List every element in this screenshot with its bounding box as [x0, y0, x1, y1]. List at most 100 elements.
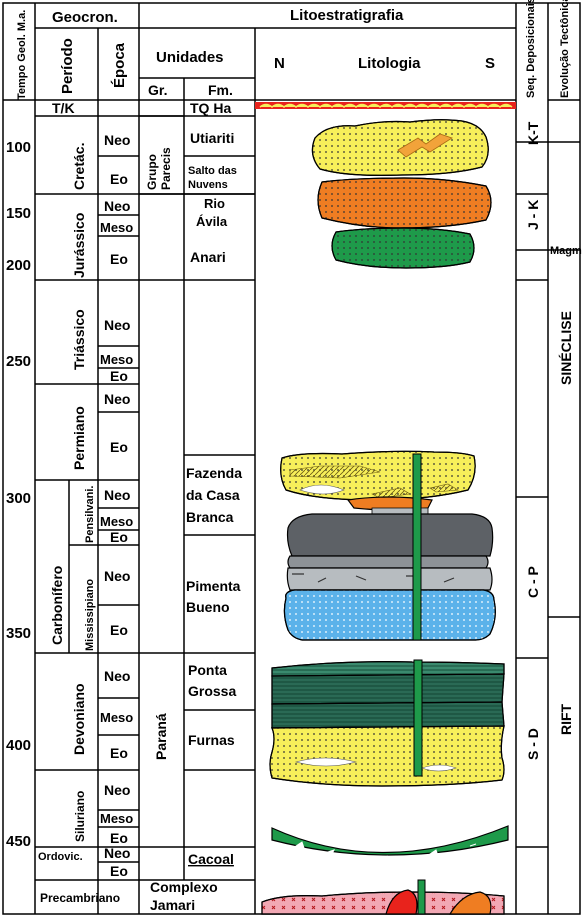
- litologia-header: Litologia: [358, 55, 421, 72]
- seq-jk: J - K: [525, 200, 541, 230]
- epoch-label: Eo: [110, 830, 128, 846]
- epoca-header: Época: [111, 42, 128, 88]
- group-complexo: Complexo: [150, 879, 218, 895]
- epoch-label: Eo: [110, 863, 128, 879]
- lithology-pimenta-bueno: [284, 508, 495, 640]
- gr-header: Gr.: [148, 82, 167, 98]
- lithology-anari: [332, 228, 474, 268]
- seq-sd: S - D: [525, 728, 541, 760]
- epoch-label: Neo: [104, 782, 130, 798]
- period-siluriano: Siluriano: [73, 791, 87, 842]
- period-tk: T/K: [52, 100, 75, 116]
- fm-fazenda: Fazenda: [186, 465, 242, 481]
- period-triassico: Triássico: [71, 309, 87, 370]
- lithology-utiariti: [312, 120, 488, 176]
- fm-tq: TQ Ha: [190, 100, 231, 116]
- epoch-label: Neo: [104, 198, 130, 214]
- period-devoniano: Devoniano: [71, 683, 87, 755]
- fm-rio: Ávila: [196, 214, 228, 229]
- period-pensilvani: Pensilvani.: [84, 486, 96, 543]
- epoch-label: Eo: [110, 745, 128, 761]
- fm-salto: Salto das: [188, 165, 237, 177]
- age-label: 250: [6, 353, 31, 370]
- seq-cp: C - P: [525, 566, 541, 598]
- age-label: 450: [6, 833, 31, 850]
- tectonic-labels: Magm SINÉCLISE RIFT: [550, 245, 582, 735]
- epoch-label: Meso: [100, 352, 133, 367]
- epoch-label: Eo: [110, 368, 128, 384]
- fm-utiariti: Utiariti: [190, 130, 234, 146]
- fm-rio: Rio: [204, 196, 225, 211]
- lithology-ponta-grossa: [272, 662, 504, 728]
- lithology-fazenda-casa-branca: [281, 451, 475, 510]
- fm-pimenta: Pimenta: [186, 578, 241, 594]
- period-ordovic: Ordovic.: [38, 851, 83, 863]
- evolucao-header: Evolução Tectônica: [559, 0, 571, 98]
- epoch-label: Eo: [110, 622, 128, 638]
- epoch-label: Eo: [110, 529, 128, 545]
- epoch-label: Neo: [104, 317, 130, 333]
- lithology-salto-das-nuvens: [318, 178, 491, 228]
- period-carbonifero: Carbonífero: [49, 566, 65, 645]
- fm-fazenda: da Casa: [186, 487, 240, 503]
- epoch-label: Neo: [104, 568, 130, 584]
- epoch-label: Eo: [110, 251, 128, 267]
- lithology-tq-ha: [255, 102, 516, 109]
- north-label: N: [274, 55, 285, 72]
- time-axis-title: Tempo Geol. M.a.: [16, 10, 28, 100]
- period-cretaceo: Cretác.: [71, 143, 87, 190]
- fm-pimenta: Bueno: [186, 599, 230, 615]
- age-label: 150: [6, 205, 31, 222]
- group-parecis: Parecis: [159, 147, 173, 190]
- litoestratigrafia-header: Litoestratigrafia: [290, 7, 404, 24]
- unidades-header: Unidades: [156, 49, 224, 66]
- fm-furnas: Furnas: [188, 732, 235, 748]
- epoch-label: Neo: [104, 132, 130, 148]
- fm-cacoal: Cacoal: [188, 851, 234, 867]
- epoch-label: Neo: [104, 668, 130, 684]
- epoch-label: Neo: [104, 391, 130, 407]
- epoch-label: Meso: [100, 710, 133, 725]
- fm-anari: Anari: [190, 249, 226, 265]
- age-label: 100: [6, 139, 31, 156]
- epoch-labels: Neo Eo Neo Meso Eo Neo Meso Eo Neo Eo Ne…: [100, 132, 133, 879]
- epoch-label: Eo: [110, 171, 128, 187]
- epoch-label: Meso: [100, 514, 133, 529]
- group-parecis: Grupo: [145, 154, 159, 190]
- age-label: 400: [6, 737, 31, 754]
- group-parana: Paraná: [153, 713, 169, 760]
- fm-ponta-grossa: Ponta: [188, 662, 227, 678]
- lithology-cacoal: [272, 826, 508, 858]
- tectonic-sineclise: SINÉCLISE: [558, 311, 574, 385]
- epoch-label: Meso: [100, 811, 133, 826]
- lithology-furnas: [270, 726, 504, 786]
- epoch-label: Neo: [104, 487, 130, 503]
- age-label: 300: [6, 490, 31, 507]
- age-labels: 100 150 200 250 300 350 400 450: [6, 139, 31, 850]
- south-label: S: [485, 55, 495, 72]
- periodo-header: Período: [59, 38, 76, 94]
- period-mississipiano: Mississipiano: [84, 579, 96, 651]
- seq-kt: K-T: [525, 121, 541, 145]
- fm-fazenda: Branca: [186, 509, 234, 525]
- period-precambriano: Precambriano: [40, 891, 120, 905]
- fm-header: Fm.: [208, 82, 233, 98]
- epoch-label: Neo: [104, 845, 130, 861]
- group-complexo: Jamari: [150, 897, 195, 913]
- age-label: 200: [6, 257, 31, 274]
- sequence-labels: K-T J - K C - P S - D: [525, 121, 541, 760]
- formation-labels: TQ Ha Utiariti Salto das Nuvens Rio Ávil…: [186, 100, 242, 867]
- lithology-complexo-jamari: [262, 890, 504, 914]
- fm-ponta-grossa: Grossa: [188, 683, 236, 699]
- period-jurassico: Jurássico: [71, 213, 87, 278]
- age-label: 350: [6, 625, 31, 642]
- tectonic-rift: RIFT: [558, 703, 574, 735]
- epoch-label: Meso: [100, 220, 133, 235]
- fm-salto: Nuvens: [188, 179, 228, 191]
- epoch-label: Eo: [110, 439, 128, 455]
- period-permiano: Permiano: [71, 406, 87, 470]
- seq-header: Seq. Deposicionais: [525, 0, 537, 98]
- lithology-column: [255, 102, 516, 914]
- tectonic-magm: Magm: [550, 245, 582, 257]
